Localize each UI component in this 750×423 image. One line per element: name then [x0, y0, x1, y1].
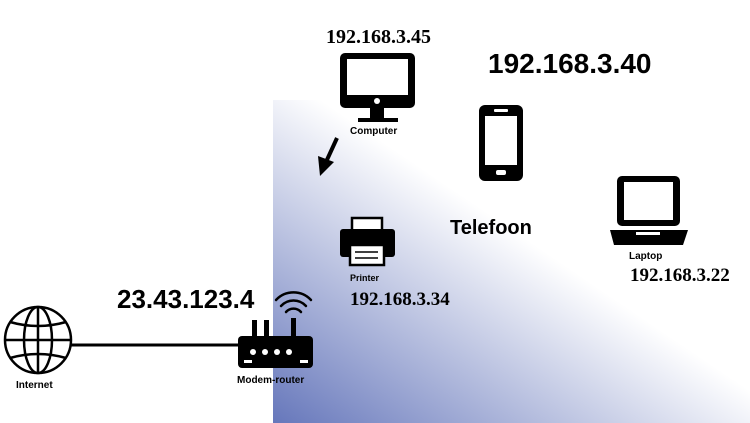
- internet-label: Internet: [16, 380, 53, 391]
- router-icon: [238, 291, 313, 368]
- smartphone-icon: [479, 105, 523, 181]
- globe-icon: [3, 305, 73, 375]
- laptop-icon: [610, 176, 688, 245]
- router-ip: 23.43.123.4: [117, 284, 255, 314]
- printer-label: Printer: [350, 273, 380, 283]
- computer-label: Computer: [350, 126, 398, 137]
- printer-icon: [340, 216, 395, 267]
- laptop-ip: 192.168.3.22: [630, 265, 730, 286]
- arrow-icon: [318, 137, 339, 176]
- router-label: Modem-router: [237, 375, 305, 386]
- phone-ip: 192.168.3.40: [488, 48, 652, 79]
- phone-label: Telefoon: [450, 217, 532, 239]
- laptop-label: Laptop: [629, 251, 663, 262]
- computer-ip: 192.168.3.45: [326, 26, 431, 48]
- monitor-icon: [340, 53, 415, 122]
- printer-ip: 192.168.3.34: [350, 289, 450, 310]
